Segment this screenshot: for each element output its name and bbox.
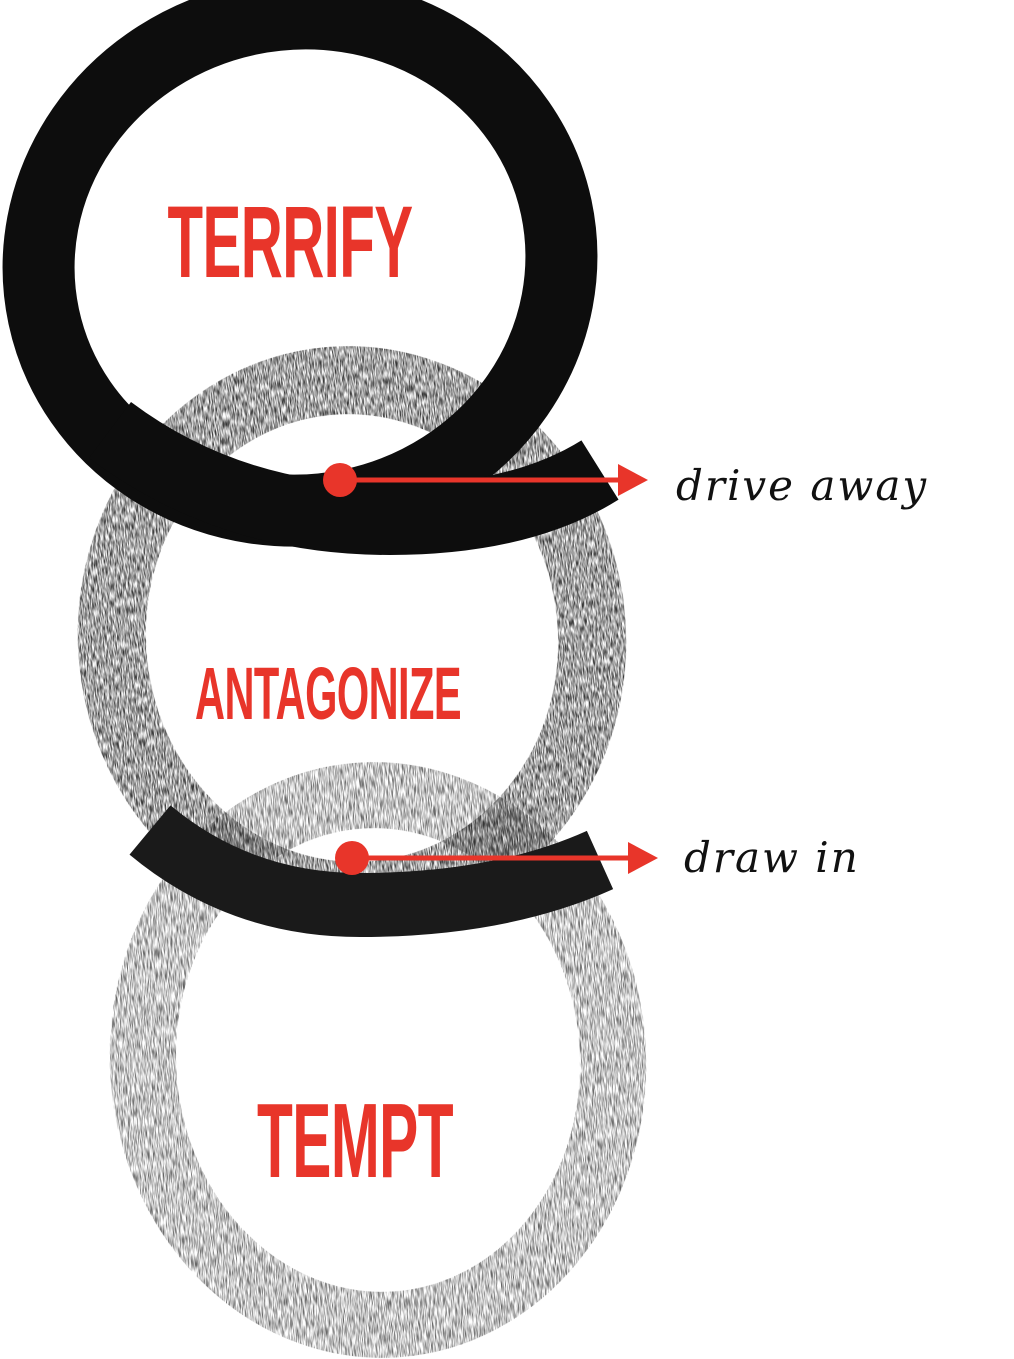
ring-label-terrify: TERRIFY (168, 185, 413, 299)
arrow-drive-away-head (618, 464, 648, 496)
annotation-draw-in: draw in (684, 833, 860, 882)
ring-label-tempt: TEMPT (257, 1082, 453, 1200)
ring-label-antagonize: ANTAGONIZE (195, 652, 461, 735)
arrow-draw-in-head (628, 842, 658, 874)
annotation-drive-away: drive away (676, 461, 928, 510)
